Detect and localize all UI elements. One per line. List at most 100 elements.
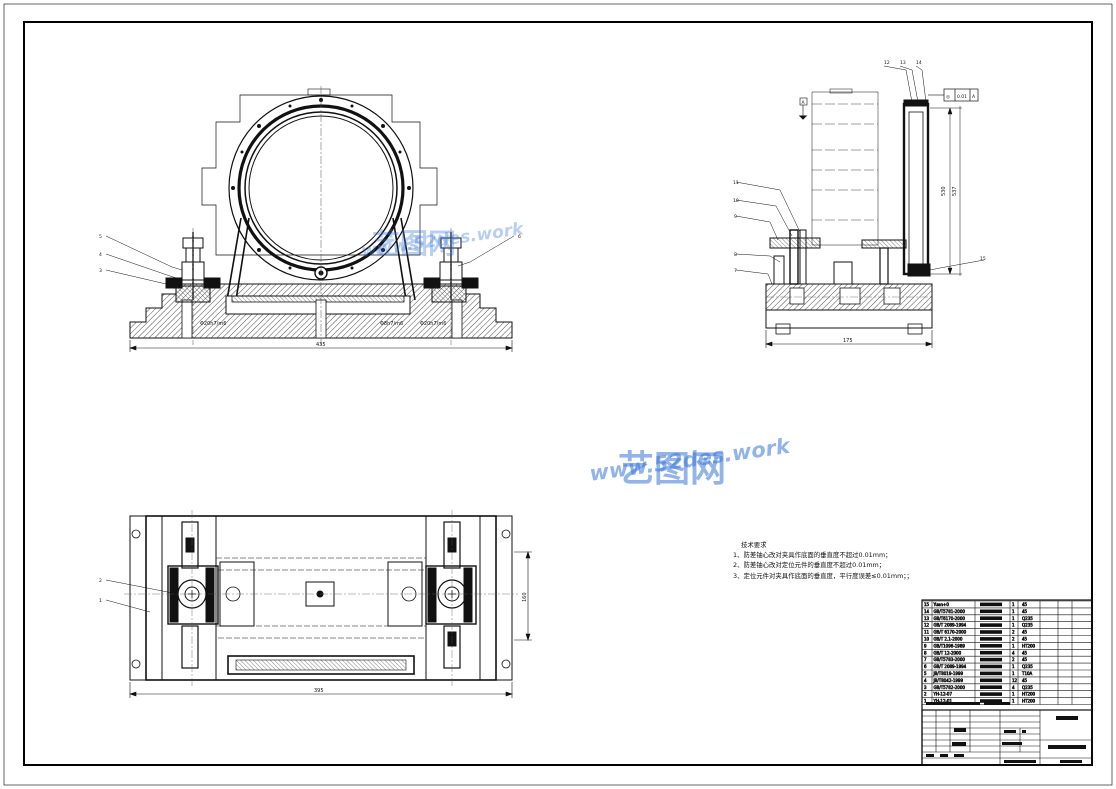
front-overall-dimension <box>129 340 513 352</box>
side-label-12: 12 <box>884 60 890 66</box>
bom-row-no: 2 <box>924 692 927 697</box>
technical-notes: 技术要求 1、防差铀心改对夹具作底面的垂直度不超过0.01mm； 2、防差铀心改… <box>733 540 913 581</box>
side-label-10: 10 <box>733 198 739 204</box>
side-tolerance-datum: A <box>972 94 976 100</box>
front-label-6: 6 <box>518 234 521 240</box>
bom-row-name-redaction <box>980 616 1002 620</box>
front-fit-left: Φ20h7/m6 <box>200 321 226 327</box>
bom-row-qty: 1 <box>1012 609 1015 614</box>
bom-row-name-redaction <box>980 692 1002 696</box>
top-width-dim: 395 <box>314 688 324 694</box>
bom-row-qty: 1 <box>1012 671 1015 676</box>
bom-row-material: Q235 <box>1022 623 1033 628</box>
bom-row-material: 45 <box>1022 630 1028 635</box>
bom-row-name-redaction <box>980 644 1002 648</box>
bom-row-name-redaction <box>980 637 1002 641</box>
side-datum-a: A <box>802 100 806 106</box>
front-label-4: 4 <box>99 252 102 258</box>
bom-row-qty: 1 <box>1012 602 1015 607</box>
bom-row-material: T10A <box>1021 671 1033 676</box>
front-ring-bolts <box>231 98 411 270</box>
side-label-8: 8 <box>734 252 737 258</box>
bom-row-code: GB/T 12-2000 <box>934 650 962 655</box>
bom-row-material: Q235 <box>1022 664 1033 669</box>
front-support-legs <box>226 217 416 301</box>
top-right-clamp <box>425 521 477 669</box>
bom-row-no: 1 <box>924 699 927 704</box>
top-corner-bolts <box>131 529 511 669</box>
bom-row-code: YH-12-07 <box>933 692 953 697</box>
bom-row-qty: 1 <box>1012 623 1015 628</box>
bom-row-qty: 2 <box>1012 630 1015 635</box>
side-tolerance-value: 0.01 <box>957 94 967 100</box>
bom-row-name-redaction <box>980 609 1002 614</box>
bom-row-qty: 1 <box>1012 664 1015 669</box>
bom-row-code: GB/T5783-2000 <box>934 657 966 662</box>
top-left-clamp <box>167 521 219 669</box>
bom-row-material: HT200 <box>1022 692 1036 697</box>
bom-row-material: 45 <box>1022 657 1028 662</box>
bom-row-code: GB/T5782-2000 <box>934 685 966 690</box>
bom-row-no: 15 <box>924 602 930 607</box>
side-height-outer: 530 <box>941 186 947 196</box>
side-height-inner: 537 <box>952 186 958 196</box>
bom-row-name-redaction <box>980 671 1002 676</box>
bom-row-name-redaction <box>980 699 1002 703</box>
technical-notes-title: 技术要求 <box>741 541 767 549</box>
bom-row-no: 14 <box>924 609 930 614</box>
bom-row-qty: 1 <box>1012 692 1015 697</box>
top-label-1: 1 <box>99 598 102 604</box>
bom-row-material: 45 <box>1022 602 1028 607</box>
bom-row-code: GB/T 6170-2000 <box>934 630 967 635</box>
bom-row-material: HT200 <box>1022 643 1036 648</box>
top-height-dim: 160 <box>522 592 528 602</box>
bom-row-qty: 2 <box>1012 637 1015 642</box>
technical-note-1: 1、防差铀心改对夹具作底面的垂直度不超过0.01mm； <box>733 551 892 560</box>
bom-row-code: GB/T 2089-1994 <box>934 664 967 669</box>
side-label-13: 13 <box>900 60 906 66</box>
sheet-outer-border <box>3 3 1113 786</box>
bom-row-qty: 4 <box>1012 650 1015 655</box>
bom-row-code: JB/T8042-1999 <box>933 678 964 683</box>
side-overall-width: 175 <box>843 338 853 344</box>
bom-row-code: GB/T5781-2000 <box>934 609 966 614</box>
bom-row-name-redaction <box>980 602 1002 607</box>
side-label-7: 7 <box>734 268 737 274</box>
technical-note-3: 3、定位元件对夹具作底面的垂直度，平行度误差≤0.01mm；； <box>733 571 913 580</box>
top-label-2: 2 <box>99 578 102 584</box>
bom-row-code: JB/T8019-1999 <box>933 671 964 676</box>
bom-row-material: 45 <box>1022 678 1028 683</box>
bom-row-material: 45 <box>1022 650 1028 655</box>
bom-row-code: GB/T1096-1989 <box>934 643 966 648</box>
bom-row-name-redaction <box>980 685 1002 689</box>
watermark-brand-small: 艺图网 <box>372 227 457 260</box>
bom-row-qty: 1 <box>1012 616 1015 621</box>
bom-row-code: GB/T 2.1-2000 <box>934 637 963 642</box>
bom-row-no: 10 <box>924 637 930 642</box>
bom-row-code: YH-12-01 <box>933 699 953 704</box>
bom-row-name-redaction <box>980 678 1002 683</box>
front-label-5: 5 <box>99 234 102 240</box>
bom-row-qty: 12 <box>1012 678 1018 683</box>
bom-row-name-redaction <box>980 630 1002 634</box>
bom-row-code: GB/T6170-2000 <box>934 616 966 621</box>
bom-row-name-redaction <box>980 657 1002 662</box>
bom-row-no: 11 <box>924 630 930 635</box>
bom-row-no: 4 <box>924 678 927 683</box>
bom-row-code: GB/T 2089-1994 <box>934 623 967 628</box>
sheet-inner-border <box>23 21 1093 766</box>
front-view <box>129 86 513 352</box>
bom-row-material: 45 <box>1022 637 1028 642</box>
bom-row-no: 12 <box>924 623 930 628</box>
side-tolerance-symbol: ◎ <box>946 95 950 100</box>
side-label-9: 9 <box>734 214 737 220</box>
front-fit-right: Φ20h7/m6 <box>420 321 446 327</box>
bom-row-material: 45 <box>1022 609 1028 614</box>
bom-row-qty: 1 <box>1012 643 1015 648</box>
side-workpiece-outline <box>811 91 879 246</box>
side-column <box>902 102 930 276</box>
side-label-15: 15 <box>980 256 986 262</box>
title-block <box>921 709 1093 766</box>
front-label-3: 3 <box>99 268 102 274</box>
